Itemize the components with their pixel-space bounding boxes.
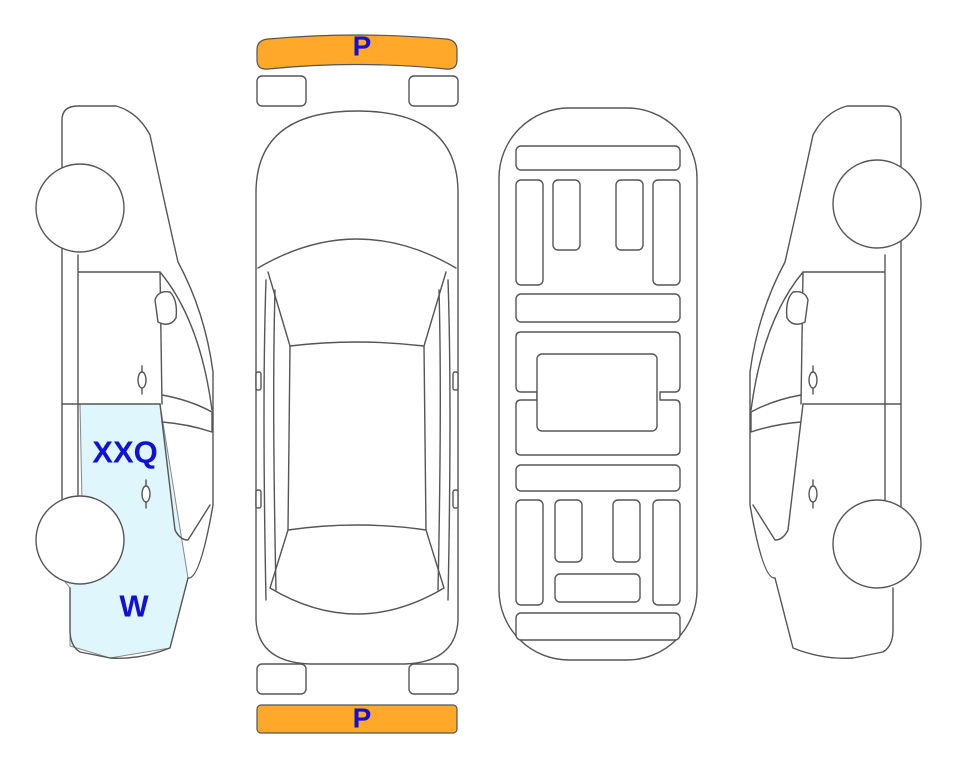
rear-bumper[interactable]: [256, 704, 458, 734]
under-panel: [652, 499, 681, 606]
rear-left-light: [256, 663, 307, 695]
top-body-outline: [255, 110, 459, 665]
under-panel: [554, 573, 641, 603]
left-rear-wheel: [35, 495, 125, 585]
under-panel-rear: [515, 612, 681, 641]
left-door-lower: [159, 403, 211, 541]
rear-window: [269, 524, 445, 615]
rear-right-light: [408, 663, 459, 695]
right-door-lower: [752, 403, 804, 541]
under-panel: [515, 179, 544, 286]
under-panel: [612, 499, 641, 563]
under-panel: [652, 179, 681, 286]
right-body-outline: [749, 105, 902, 659]
front-bumper-label: P: [353, 31, 372, 62]
under-panel: [615, 179, 644, 251]
top-left-mirror: [255, 371, 262, 391]
under-panel: [515, 464, 681, 492]
left-rear-door-handle: [141, 479, 151, 509]
top-side-lines: [263, 279, 451, 601]
left-door-damage-label: XXQ: [92, 435, 157, 470]
underbody-view: [498, 107, 698, 661]
windshield-top: [257, 238, 457, 269]
rear-bumper-label: P: [353, 703, 372, 734]
right-rear-door-handle: [808, 479, 818, 509]
right-side-view: [749, 105, 922, 659]
top-view: P P: [255, 31, 459, 734]
top-right-handle: [452, 489, 459, 509]
right-front-door-handle: [808, 365, 818, 395]
right-mirror: [785, 290, 809, 325]
left-mirror: [154, 290, 178, 325]
top-right-mirror: [452, 371, 459, 391]
left-fender-damage-label: W: [119, 589, 149, 624]
under-panel-center: [536, 353, 658, 432]
right-window-frame: [750, 254, 886, 501]
left-body-outline: [61, 105, 214, 659]
front-bumper[interactable]: [256, 34, 458, 70]
left-beltline: [61, 394, 213, 433]
left-front-wheel: [35, 163, 125, 253]
left-front-door-handle: [137, 365, 147, 395]
top-left-handle: [255, 489, 262, 509]
under-panel-front: [515, 145, 681, 171]
right-rear-wheel: [832, 499, 922, 589]
right-front-wheel: [832, 159, 922, 249]
right-beltline: [750, 394, 902, 433]
under-panel: [515, 293, 681, 323]
front-left-light: [256, 75, 307, 107]
under-panel: [515, 499, 544, 606]
front-right-light: [408, 75, 459, 107]
under-panel: [554, 499, 583, 563]
left-window-frame: [77, 254, 213, 501]
left-side-view: XXQ W: [35, 105, 214, 659]
under-panel: [552, 179, 581, 251]
windshield-frame: [267, 271, 447, 347]
roof-sides: [287, 345, 427, 531]
